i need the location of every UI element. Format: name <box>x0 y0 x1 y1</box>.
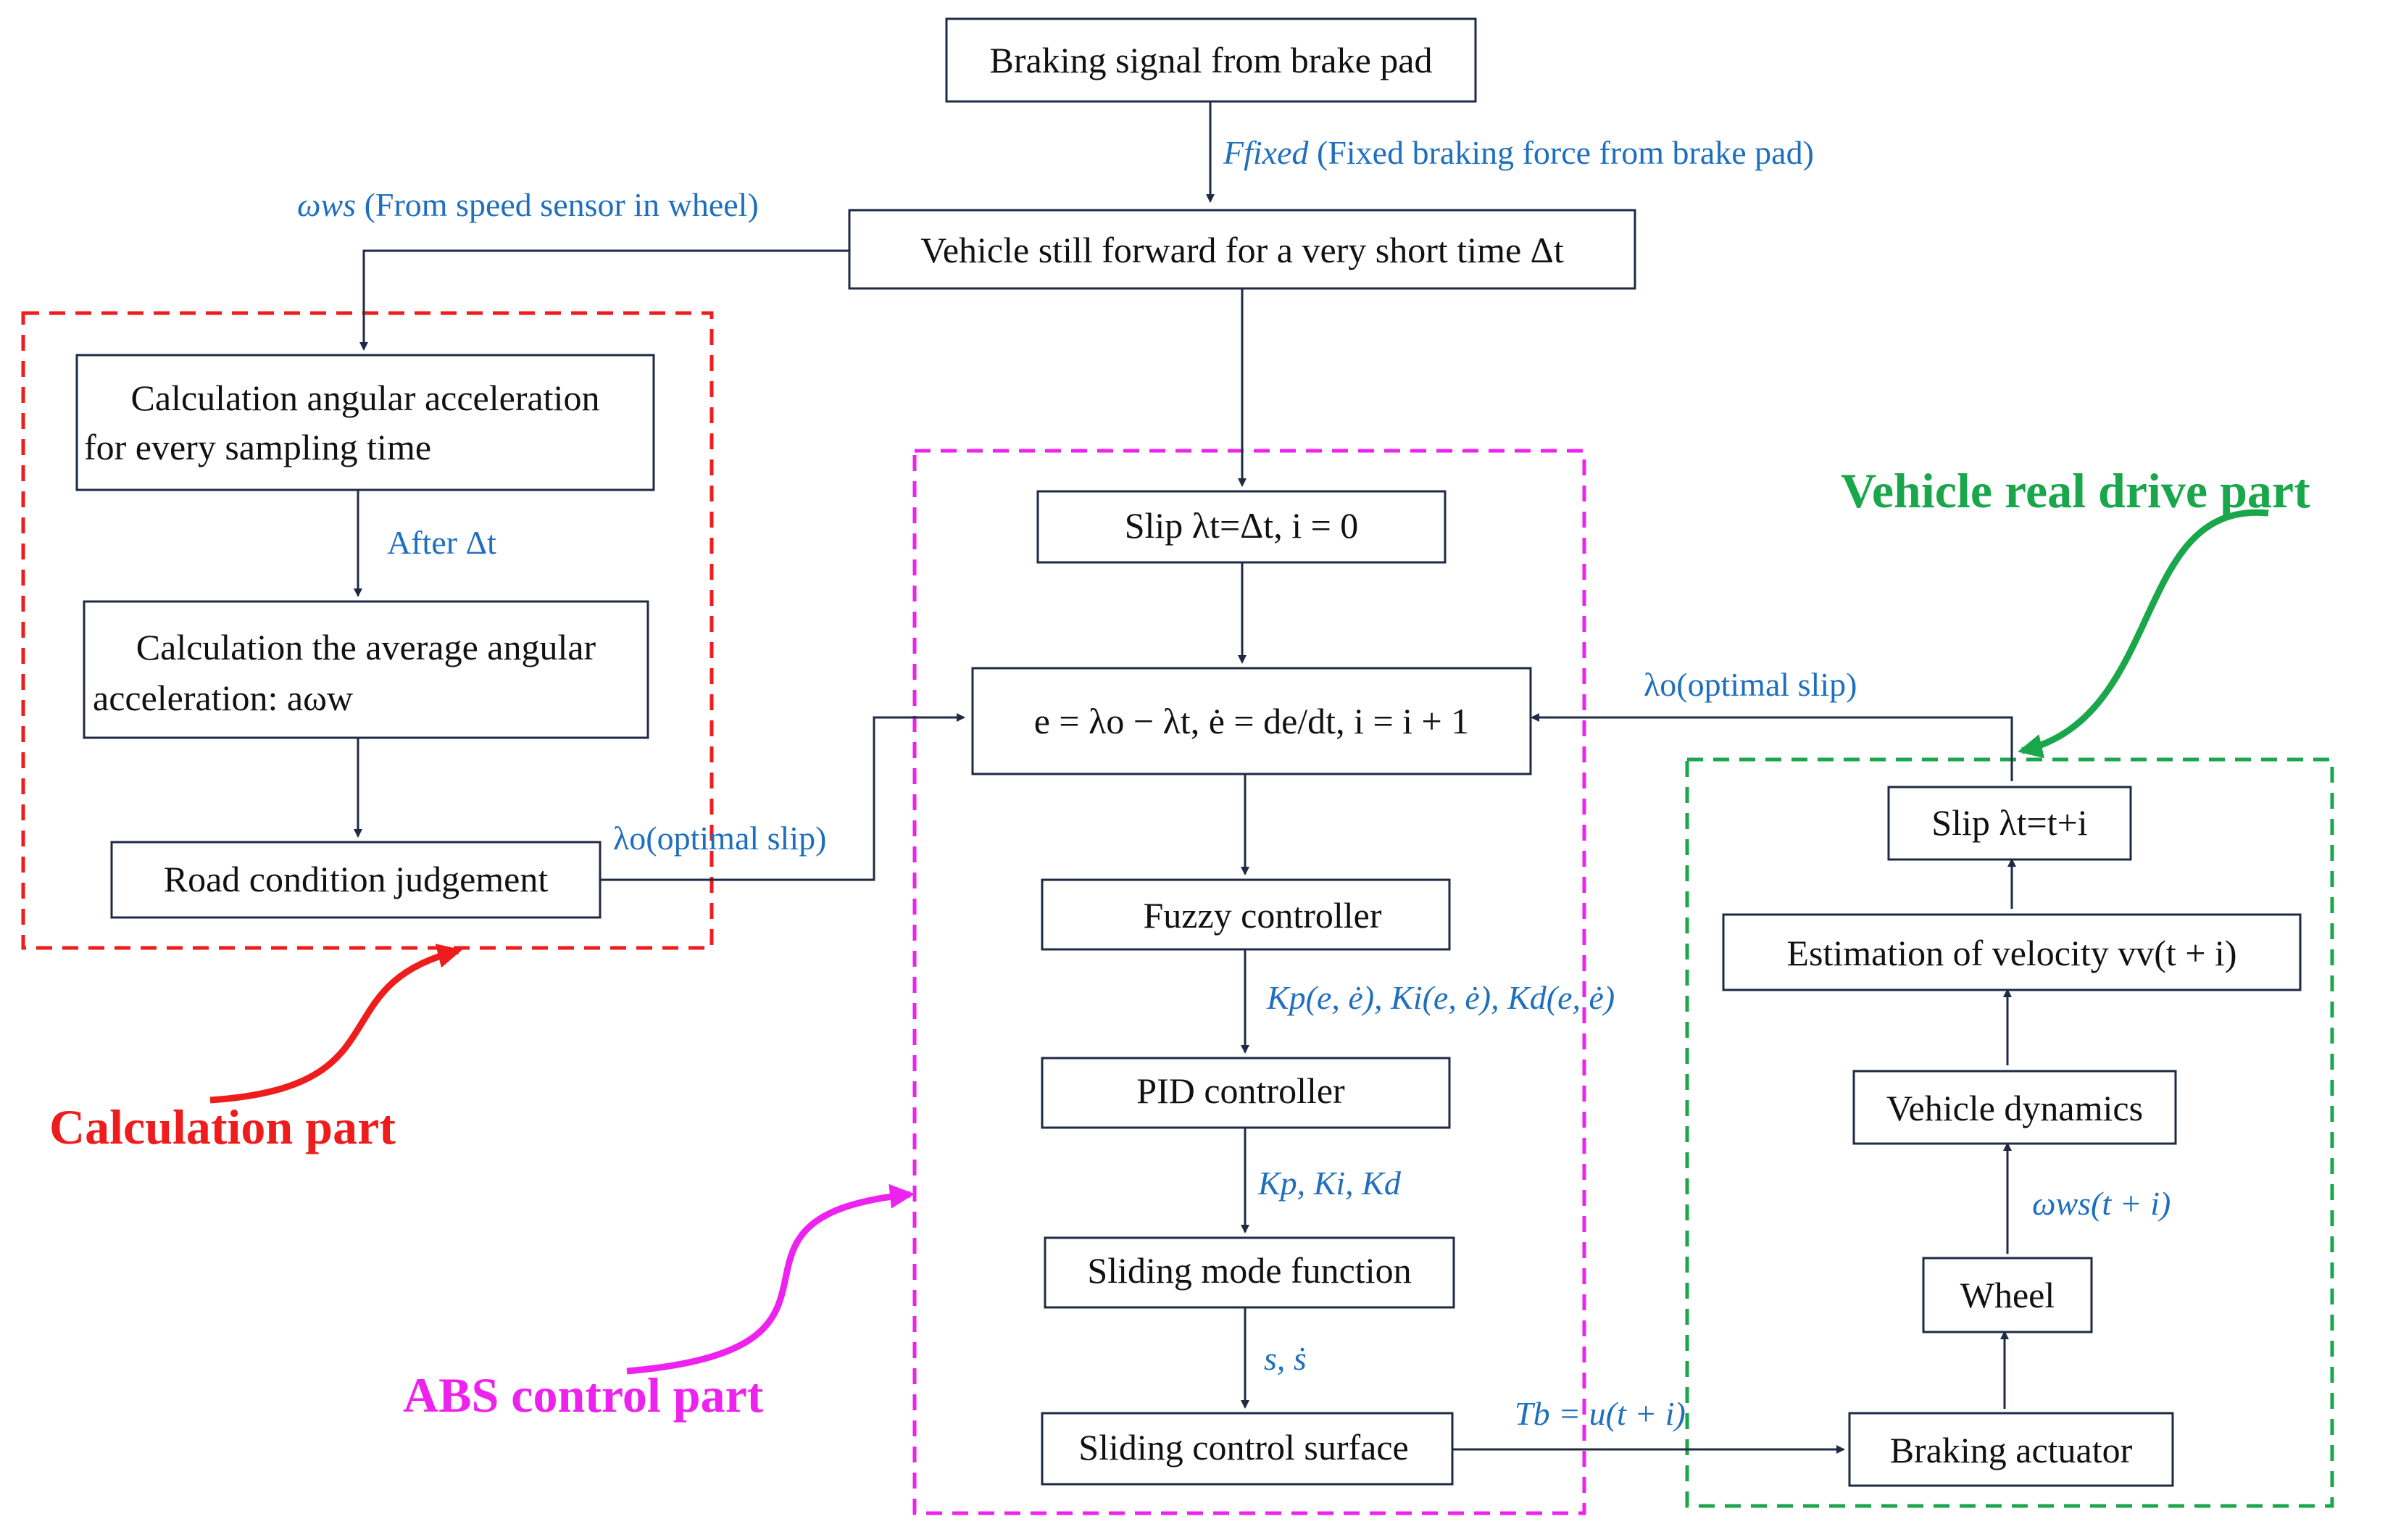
estimation-velocity-box: Estimation of velocity vv(t + i) <box>1722 913 2302 991</box>
calc-average-text-line1: Calculation the average angular <box>136 627 596 667</box>
after-dt-label: After Δt <box>387 524 496 561</box>
vehicle-forward-text: Vehicle still forward for a very short t… <box>920 230 1564 270</box>
sliding-function-text: Sliding mode function <box>1087 1250 1411 1291</box>
vehicle-real-pointer-arrow <box>2018 509 2269 759</box>
abs-control-region <box>912 449 1586 1515</box>
omega-ws-desc: (From speed sensor in wheel) <box>365 186 759 223</box>
omega-ws-label: ωws (From speed sensor in wheel) <box>297 186 759 223</box>
omega-ws-t-i-label: ωws(t + i) <box>2032 1185 2171 1222</box>
slip-initial-text: Slip λt=Δt, i = 0 <box>1125 505 1359 546</box>
gains-label: Kp, Ki, Kd <box>1257 1165 1402 1202</box>
f-fixed-desc: (Fixed braking force from brake pad) <box>1317 134 1814 171</box>
calculation-pointer-arrow <box>209 944 462 1104</box>
calculation-part-label: Calculation part <box>49 1099 396 1154</box>
braking-signal-text: Braking signal from brake pad <box>990 40 1433 80</box>
sliding-function-box: Sliding mode function <box>1044 1236 1455 1309</box>
pid-controller-text: PID controller <box>1136 1070 1345 1111</box>
tb-label: Tb = u(t + i) <box>1515 1395 1686 1432</box>
braking-actuator-text: Braking actuator <box>1890 1430 2133 1470</box>
slip-t-i-box: Slip λt=t+i <box>1887 786 2132 861</box>
s-sdot-label: s, ṡ <box>1264 1340 1307 1377</box>
abs-pointer-arrow <box>626 1183 915 1375</box>
vehicle-dynamics-box: Vehicle dynamics <box>1852 1070 2177 1145</box>
sliding-surface-box: Sliding control surface <box>1041 1412 1454 1486</box>
arrow-road-to-error <box>600 713 965 881</box>
pid-controller-box: PID controller <box>1041 1057 1451 1129</box>
gains-fn-label: Kp(e, ė), Ki(e, ė), Kd(e, ė) <box>1266 979 1615 1016</box>
error-equation-text: e = λo − λt, ė = de/dt, i = i + 1 <box>1034 701 1470 741</box>
calc-average-box: Calculation the average angular accelera… <box>83 600 649 739</box>
calc-angular-box: Calculation angular acceleration for eve… <box>75 354 655 491</box>
estimation-velocity-text: Estimation of velocity vv(t + i) <box>1786 933 2236 973</box>
vehicle-real-region <box>1685 757 2334 1508</box>
slip-t-i-text: Slip λt=t+i <box>1931 802 2087 843</box>
calc-average-text-line2: acceleration: aωw <box>93 678 353 718</box>
calculation-region <box>21 311 714 950</box>
calc-angular-text-line2: for every sampling time <box>84 427 431 467</box>
vehicle-real-part-label: Vehicle real drive part <box>1841 463 2310 518</box>
vehicle-dynamics-text: Vehicle dynamics <box>1886 1088 2143 1128</box>
f-fixed-symbol: Ffixed <box>1223 134 1309 171</box>
calc-angular-text-line1: Calculation angular acceleration <box>131 378 600 418</box>
omega-ws-symbol: ωws <box>297 186 356 223</box>
fuzzy-controller-box: Fuzzy controller <box>1041 878 1451 951</box>
abs-control-part-label: ABS control part <box>403 1368 764 1423</box>
road-condition-text: Road condition judgement <box>164 859 549 899</box>
fuzzy-controller-text: Fuzzy controller <box>1143 895 1381 936</box>
arrow-vehicle-to-calc <box>359 249 849 351</box>
slip-initial-box: Slip λt=Δt, i = 0 <box>1036 490 1447 564</box>
vehicle-forward-box: Vehicle still forward for a very short t… <box>848 209 1636 290</box>
braking-signal-box: Braking signal from brake pad <box>945 17 1477 103</box>
road-condition-box: Road condition judgement <box>110 841 602 919</box>
f-fixed-label: Ffixed (Fixed braking force from brake p… <box>1223 134 1814 171</box>
braking-actuator-box: Braking actuator <box>1848 1412 2174 1487</box>
optimal-slip-left-label: λo(optimal slip) <box>613 820 826 857</box>
wheel-box: Wheel <box>1922 1257 2093 1333</box>
sliding-surface-text: Sliding control surface <box>1078 1427 1408 1468</box>
optimal-slip-right-label: λo(optimal slip) <box>1644 666 1857 703</box>
arrow-slip-feedback <box>1531 713 2013 781</box>
wheel-text: Wheel <box>1960 1275 2055 1315</box>
error-equation-box: e = λo − λt, ė = de/dt, i = i + 1 <box>971 667 1532 775</box>
